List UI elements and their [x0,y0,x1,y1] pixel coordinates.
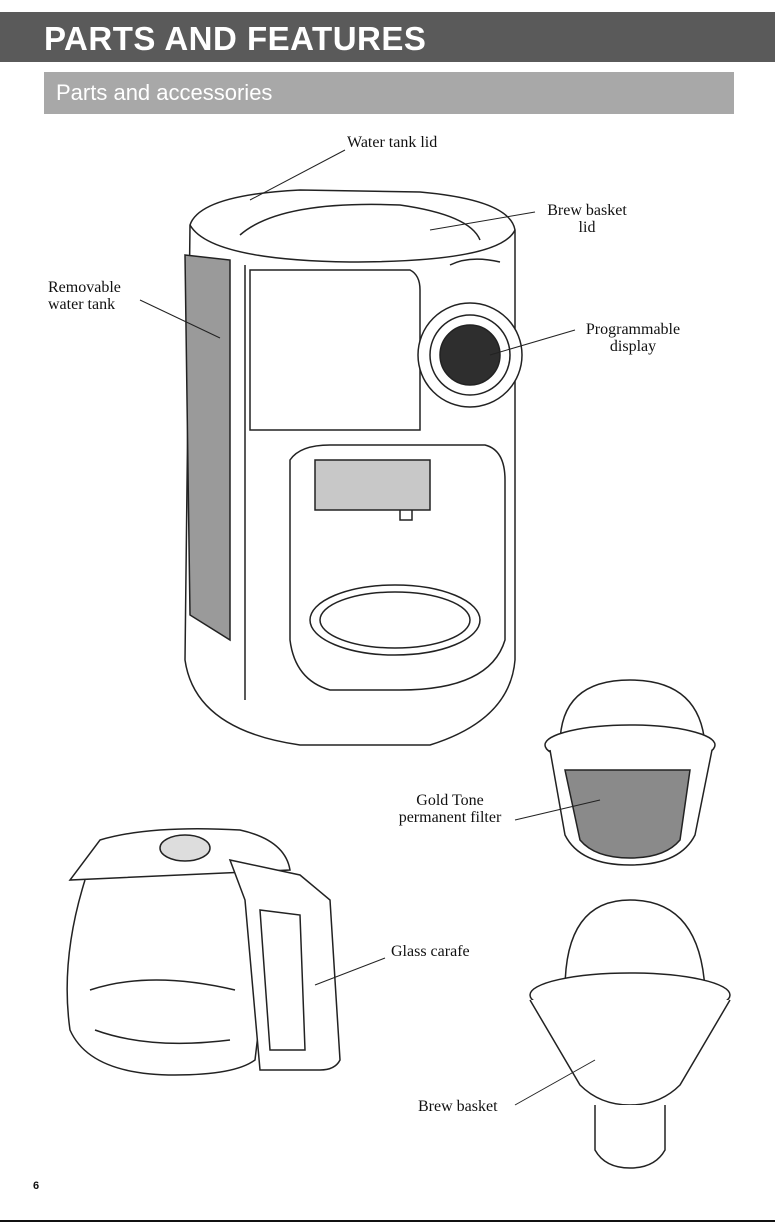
bottom-rule [0,1220,775,1222]
callout-removable-line1: Removable [48,279,121,296]
callout-gold-tone-line1: Gold Tone [385,792,515,809]
callout-brew-basket: Brew basket [418,1098,498,1115]
page-number: 6 [33,1180,39,1192]
callout-programmable-line2: display [578,338,688,355]
callout-programmable-display: Programmable display [578,321,688,355]
callout-gold-tone-line2: permanent filter [385,809,515,826]
callout-removable-water-tank: Removable water tank [48,279,121,313]
callout-brew-basket-lid-line1: Brew basket [537,202,637,219]
callout-programmable-line1: Programmable [578,321,688,338]
callout-brew-basket-lid-line2: lid [537,219,637,236]
gold-tone-filter-illustration [515,680,715,865]
glass-carafe-illustration [67,829,385,1075]
callout-brew-basket-lid: Brew basket lid [537,202,637,236]
callout-water-tank-lid: Water tank lid [347,134,437,151]
brew-basket-illustration [515,900,730,1168]
coffee-maker-illustration [140,150,575,745]
callout-glass-carafe: Glass carafe [391,943,470,960]
callout-gold-tone-filter: Gold Tone permanent filter [385,792,515,826]
callout-removable-line2: water tank [48,296,121,313]
